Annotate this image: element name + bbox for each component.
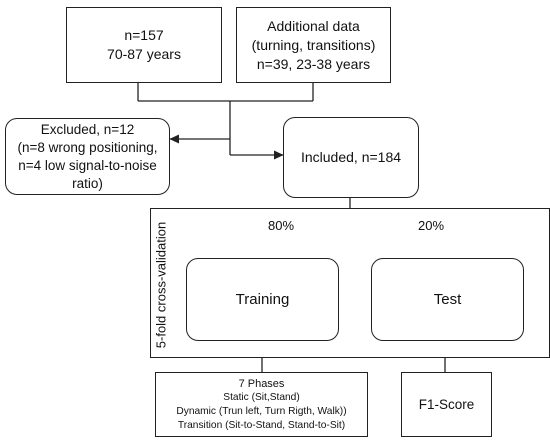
cohort-box: n=157 70-87 years (66, 7, 222, 83)
included-box: Included, n=184 (283, 117, 419, 198)
cohort-count: n=157 (124, 27, 164, 43)
test-percentage: 20% (418, 218, 445, 233)
training-box: Training (186, 258, 339, 341)
cohort-age: 70-87 years (107, 46, 181, 62)
phases-box: 7 Phases Static (Sit,Stand) Dynamic (Tru… (155, 372, 368, 437)
excluded-box: Excluded, n=12 (n=8 wrong positioning, n… (5, 118, 170, 195)
additional-data-box: Additional data (turning, transitions) n… (236, 7, 391, 83)
f1-score-box: F1-Score (401, 372, 492, 437)
test-box: Test (371, 258, 524, 341)
training-percentage: 80% (268, 218, 295, 233)
